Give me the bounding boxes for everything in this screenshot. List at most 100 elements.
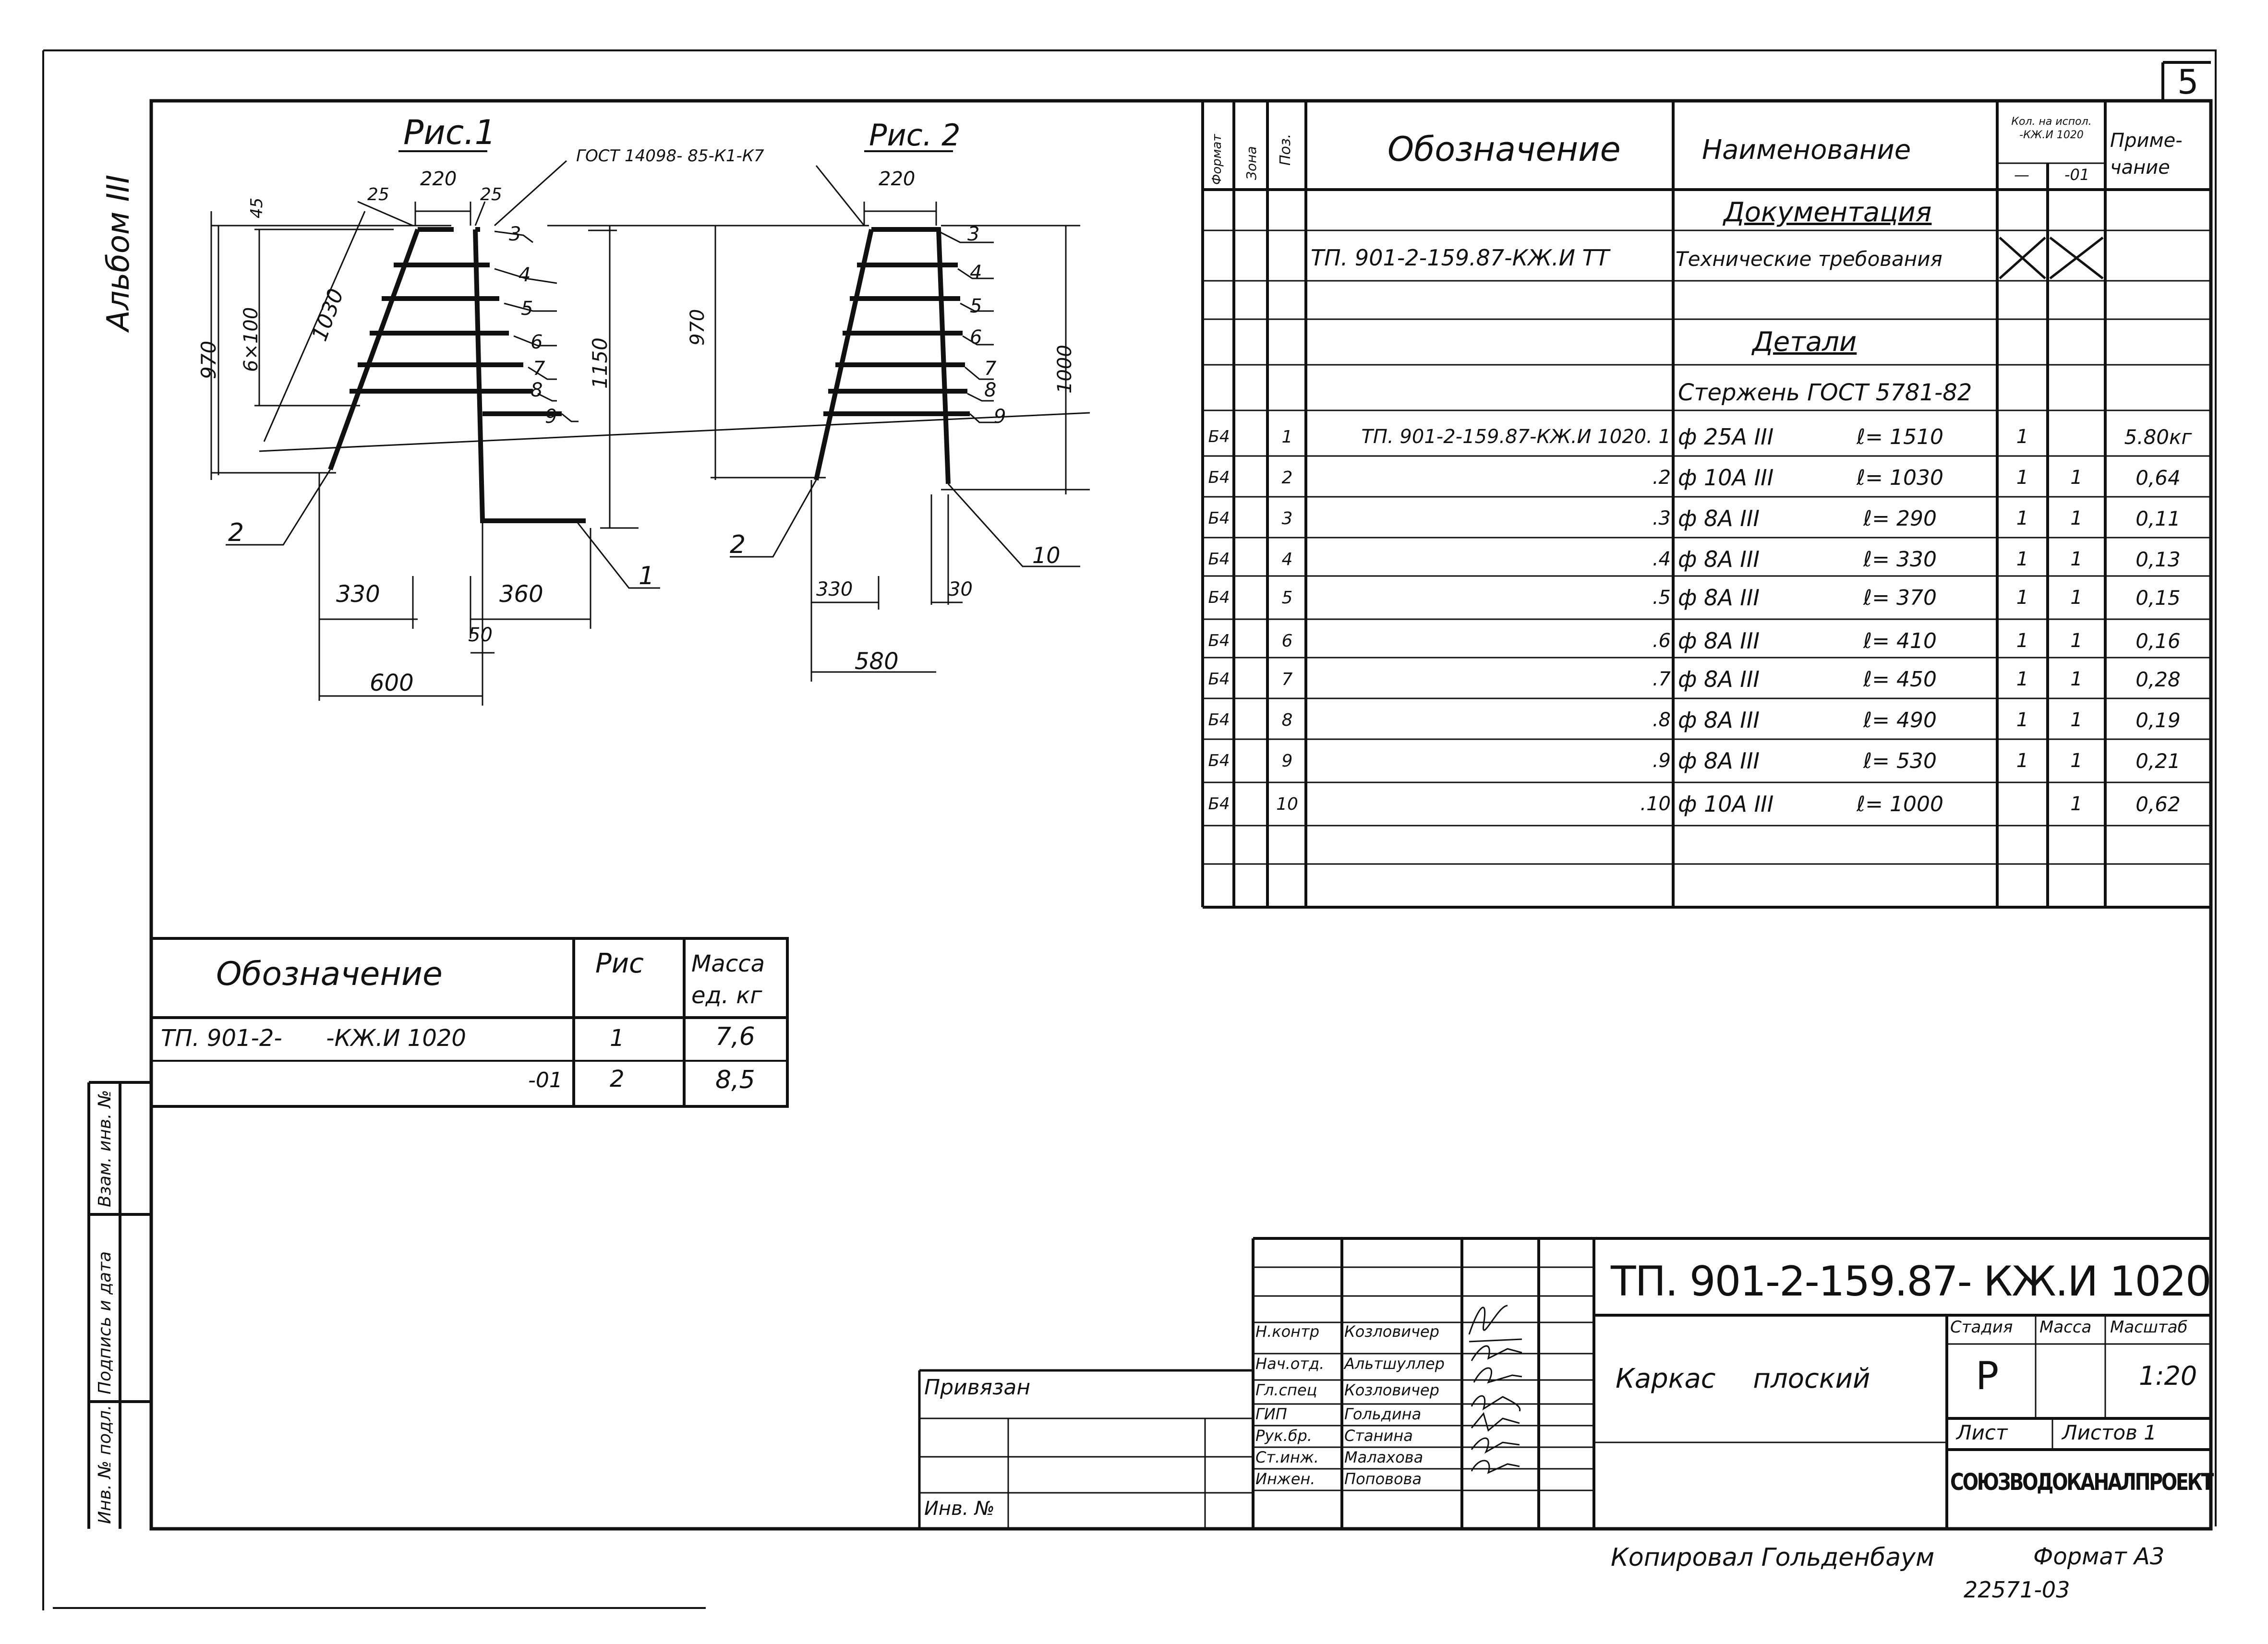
fig2-dim-30: 30 [948,578,973,600]
staff-role: Рук.бр. [1255,1427,1312,1445]
staff-name: Альтшуллер [1344,1355,1445,1373]
mass-header-mass: Масса ед. кг [691,950,765,1009]
fig1-dim-600: 600 [370,670,414,696]
spec-cell-length: ℓ= 1000 [1856,792,1943,816]
spec-cell-qty-a: 1 [2016,426,2029,448]
fig1-dim-step: 6×100 [240,307,262,372]
spec-doc-designation: ТП. 901-2-159.87-КЖ.И ТТ [1311,245,1609,271]
spec-cell-pos: 3 [1281,508,1293,528]
spec-cell-bar: ф 8А III [1678,707,1760,733]
spec-cell-note: 0,11 [2135,506,2181,530]
spec-cell-pos: 1 [1281,427,1293,447]
spec-cell-qty-b: 1 [2070,668,2083,690]
staff-role: Ст.инж. [1255,1448,1319,1466]
spec-cell-qty-b: 1 [2070,793,2083,815]
fig1-dim-360: 360 [499,581,543,608]
spec-cell-qty-a: 1 [2016,548,2029,570]
spec-header-qty: Кол. на испол. -КЖ.И 1020 [2011,116,2092,141]
spec-cell-pos: 2 [1281,468,1293,488]
spec-cell-designation: ТП. 901-2-159.87-КЖ.И 1020. 1 [1361,426,1671,448]
spec-cell-qty-b: 1 [2070,709,2083,731]
binding-label: Привязан [924,1375,1031,1400]
spec-section-docs: Документация [1724,197,1932,228]
fig1-pos-7: 7 [533,358,545,380]
spec-cell-qty-a: 1 [2016,587,2029,609]
spec-cell-format: Б4 [1208,751,1230,770]
fig1-pos-3: 3 [509,223,521,245]
title-stage: Р [1976,1354,1999,1398]
mass-row1-designation: ТП. 901-2- -КЖ.И 1020 [161,1025,466,1052]
footer-copied: Копировал Гольденбаум [1611,1543,1935,1572]
fig2-pos-8: 8 [984,379,997,401]
staff-name: Козловичер [1344,1322,1439,1341]
spec-cell-qty-b: 1 [2070,507,2083,529]
spec-cell-bar: ф 8А III [1678,748,1760,774]
spec-cell-note: 0,15 [2135,586,2181,610]
mass-header-fig: Рис [595,948,644,979]
fig1-dim-25-right: 25 [480,185,502,204]
spec-cell-pos: 9 [1281,751,1293,771]
mass-row2-fig: 2 [610,1066,625,1092]
spec-cell-qty-a: 1 [2016,750,2029,772]
spec-cell-format: Б4 [1208,550,1230,569]
spec-header-note: Приме- чание [2110,130,2183,179]
spec-cell-qty-a: 1 [2016,467,2029,489]
spec-cell-pos: 4 [1281,549,1293,569]
mass-row1-fig: 1 [610,1025,625,1052]
spec-header-qty-b: -01 [2064,166,2090,184]
staff-name: Станина [1344,1427,1413,1445]
spec-cell-length: ℓ= 410 [1863,628,1937,653]
spec-cell-length: ℓ= 490 [1863,708,1937,732]
spec-cell-designation: .6 [1652,630,1671,652]
spec-cell-designation: .7 [1652,668,1671,690]
fig2-dim-330: 330 [816,578,853,600]
mass-header-designation: Обозначение [216,955,443,993]
mass-row2-designation: -01 [528,1068,563,1092]
title-sheets-label: Листов 1 [2062,1421,2157,1444]
fig1-dim-25-left: 25 [367,185,389,204]
fig1-pos-4: 4 [519,264,531,286]
fig1-dim-330: 330 [336,581,380,608]
spec-header-format: Формат [1210,134,1224,185]
spec-cell-qty-a: 1 [2016,630,2029,652]
spec-cell-qty-a: 1 [2016,668,2029,690]
spec-cell-designation: .4 [1652,548,1671,570]
fig2-dim-580: 580 [855,648,899,675]
title-code: ТП. 901-2-159.87- КЖ.И 1020 [1611,1258,2212,1306]
spec-cell-qty-b: 1 [2070,587,2083,609]
staff-name: Гольдина [1344,1405,1422,1423]
fig1-pos-5: 5 [521,298,533,320]
title-mass-label: Масса [2039,1318,2092,1337]
spec-header-zone: Зона [1243,146,1259,180]
spec-cell-designation: .2 [1652,467,1671,489]
mass-row1-mass: 7,6 [715,1022,755,1051]
spec-cell-bar: ф 8А III [1678,546,1760,572]
spec-cell-length: ℓ= 370 [1863,585,1937,610]
spec-cell-designation: .8 [1652,709,1671,731]
spec-cell-format: Б4 [1208,670,1230,689]
staff-role: Инжен. [1255,1470,1315,1488]
spec-cell-length: ℓ= 530 [1863,748,1937,773]
spec-cell-bar: ф 8А III [1678,585,1760,611]
album-label: Альбом III [101,174,136,331]
spec-cell-note: 0,21 [2135,749,2181,773]
staff-role: ГИП [1255,1405,1287,1423]
spec-cell-note: 0,13 [2135,547,2181,571]
spec-doc-name: Технические требования [1676,247,1942,271]
spec-section-details: Детали [1752,326,1857,358]
spec-cell-length: ℓ= 450 [1863,667,1937,692]
fig1-dim-50: 50 [468,624,493,646]
spec-cell-format: Б4 [1208,509,1230,528]
spec-cell-qty-b: 1 [2070,548,2083,570]
fig2-title: Рис. 2 [869,118,961,153]
spec-cell-note: 0,16 [2135,629,2181,653]
staff-role: Нач.отд. [1255,1355,1325,1373]
fig1-pos-9: 9 [545,406,557,428]
title-org: СОЮЗВОДОКАНАЛПРОЕКТ [1950,1469,2214,1496]
spec-cell-qty-a [2000,785,2045,823]
binding-inv: Инв. № [924,1498,995,1520]
fig2-pos-3: 3 [967,223,980,245]
fig2-dim-1000: 1000 [1054,345,1076,394]
fig1-title: Рис.1 [403,113,496,152]
